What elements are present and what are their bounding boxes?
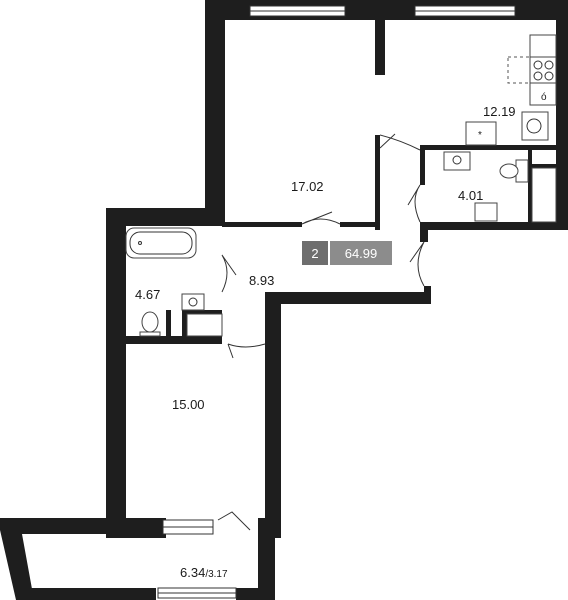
toilet-left-icon: [141, 311, 159, 333]
area-bedroom-bottom: 15.00: [172, 397, 205, 412]
balcony-coef-value: /3.17: [205, 569, 228, 580]
sink-left-icon: [181, 293, 205, 311]
area-bathroom-right: 4.01: [458, 188, 483, 203]
area-bathroom-left: 4.67: [135, 287, 160, 302]
rooms-count-badge: [302, 241, 328, 265]
door-corridor: [409, 241, 425, 287]
total-area-badge: [330, 241, 392, 265]
closet-bathroom-right: [531, 167, 557, 223]
door-bedroom-top: [301, 211, 341, 225]
sink-right-icon: [443, 151, 471, 171]
fridge-icon: [465, 121, 497, 146]
toilet-left-tank: [139, 331, 161, 337]
fixtures: ó *: [125, 34, 557, 337]
door-bathroom-left: [221, 254, 237, 293]
closet-bathroom-left: [186, 313, 223, 337]
balcony-area-value: 6.34: [180, 565, 205, 580]
fridge-mark: *: [478, 130, 482, 141]
apartment-badge: 2 64.99: [302, 241, 392, 265]
toilet-right-icon: [499, 163, 519, 179]
kitchen-sink-icon: [521, 111, 549, 141]
room-labels: 17.02 12.19 4.01 4.67 8.93 15.00 6.34/3.…: [135, 104, 516, 580]
door-balcony: [217, 511, 251, 531]
area-hall: 8.93: [249, 273, 274, 288]
area-balcony: 6.34/3.17: [180, 565, 228, 580]
area-kitchen: 12.19: [483, 104, 516, 119]
door-bathroom-right: [407, 184, 421, 223]
outlet-mark: ó: [541, 92, 547, 103]
door-bedroom-bottom: [227, 343, 266, 359]
area-bedroom-top: 17.02: [291, 179, 324, 194]
windows: [157, 5, 516, 599]
doors: [217, 133, 425, 531]
total-area-text: 64.99: [345, 246, 378, 261]
door-kitchen: [379, 133, 421, 151]
washer-icon: [474, 202, 498, 222]
rooms-count-text: 2: [311, 246, 318, 261]
bathtub-icon: [125, 227, 197, 259]
